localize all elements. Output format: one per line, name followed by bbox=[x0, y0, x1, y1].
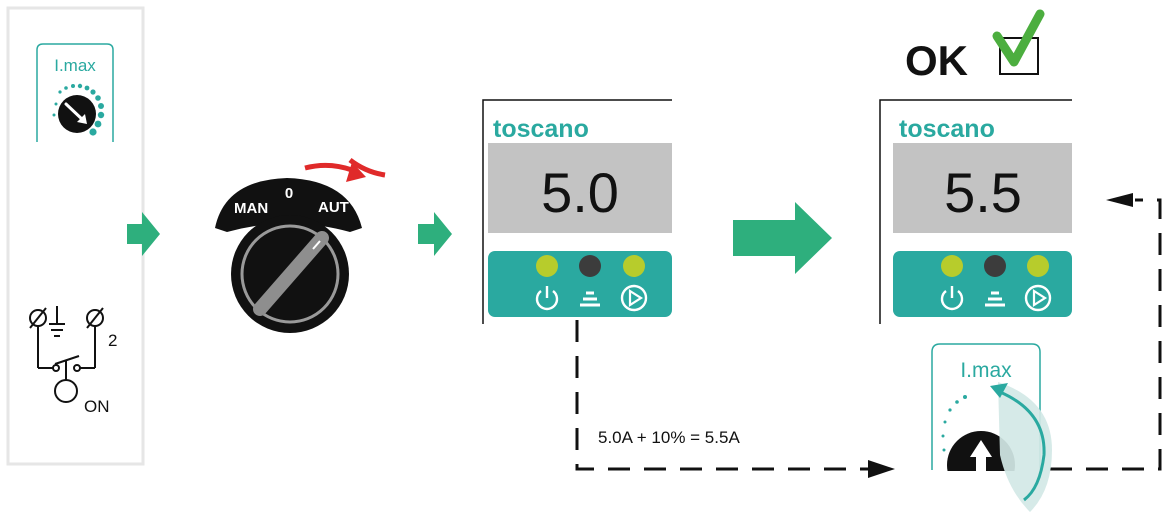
dashed-path-down bbox=[575, 320, 895, 478]
wave-signal-icon bbox=[580, 291, 600, 307]
play-icon bbox=[1024, 284, 1052, 312]
rotate-clockwise-icon bbox=[348, 157, 386, 178]
ground-icon bbox=[49, 306, 65, 337]
switch-terminal-label: 2 bbox=[108, 331, 117, 350]
selector-aut-label: AUT bbox=[318, 199, 349, 216]
imax-label: I.max bbox=[54, 56, 96, 75]
device-after-brand: toscano bbox=[899, 115, 995, 143]
formula-label: 5.0A + 10% = 5.5A bbox=[598, 428, 740, 447]
device-before-led-panel bbox=[488, 251, 672, 317]
device-after-display bbox=[893, 143, 1072, 233]
device-before: toscano 5.0 bbox=[482, 99, 672, 324]
switch-schematic bbox=[29, 306, 104, 403]
play-icon bbox=[620, 284, 648, 312]
device-after-led-signal bbox=[984, 255, 1006, 277]
selector-label-band bbox=[215, 178, 362, 232]
knob-pointer-up-icon bbox=[970, 440, 992, 471]
device-before-led-power bbox=[536, 255, 558, 277]
power-icon bbox=[940, 286, 964, 311]
checkmark-icon bbox=[992, 9, 1045, 67]
wave-signal-icon bbox=[985, 291, 1005, 307]
imax-adjust-label: I.max bbox=[960, 359, 1012, 382]
rotary-selector: MAN 0 AUT bbox=[215, 157, 386, 333]
device-after-led-power bbox=[941, 255, 963, 277]
device-after: toscano 5.5 bbox=[879, 99, 1072, 324]
imax-knob-dots bbox=[52, 83, 105, 136]
ok-status: OK bbox=[905, 9, 1045, 84]
rotate-arrow-icon bbox=[999, 390, 1046, 502]
device-after-led-run bbox=[1027, 255, 1049, 277]
dashed-arrow-right-icon bbox=[868, 460, 895, 478]
push-button-icon bbox=[54, 379, 78, 403]
device-before-led-run bbox=[623, 255, 645, 277]
imax-adjust-dial: I.max bbox=[931, 343, 1052, 512]
switch-state-label: ON bbox=[84, 397, 110, 416]
selector-man-label: MAN bbox=[234, 200, 268, 217]
dashed-arrow-left-icon bbox=[1106, 193, 1133, 207]
imax-knob-card: I.max bbox=[36, 43, 114, 142]
ok-label: OK bbox=[905, 37, 968, 84]
power-icon bbox=[535, 286, 559, 311]
transition-arrow-icon bbox=[733, 202, 832, 274]
flow-arrow-2-icon bbox=[418, 212, 452, 256]
device-before-led-signal bbox=[579, 255, 601, 277]
device-before-display bbox=[488, 143, 672, 233]
left-panel: I.max bbox=[6, 6, 145, 466]
device-before-reading: 5.0 bbox=[541, 161, 619, 224]
device-before-brand: toscano bbox=[493, 115, 589, 143]
dashed-path-return bbox=[1050, 193, 1162, 471]
flow-arrow-1-icon bbox=[127, 212, 160, 256]
imax-adjust-dots bbox=[941, 395, 967, 452]
selector-handle bbox=[253, 231, 329, 316]
device-after-reading: 5.5 bbox=[944, 161, 1022, 224]
knob-pointer-icon bbox=[77, 114, 87, 124]
selector-zero-label: 0 bbox=[285, 185, 293, 202]
